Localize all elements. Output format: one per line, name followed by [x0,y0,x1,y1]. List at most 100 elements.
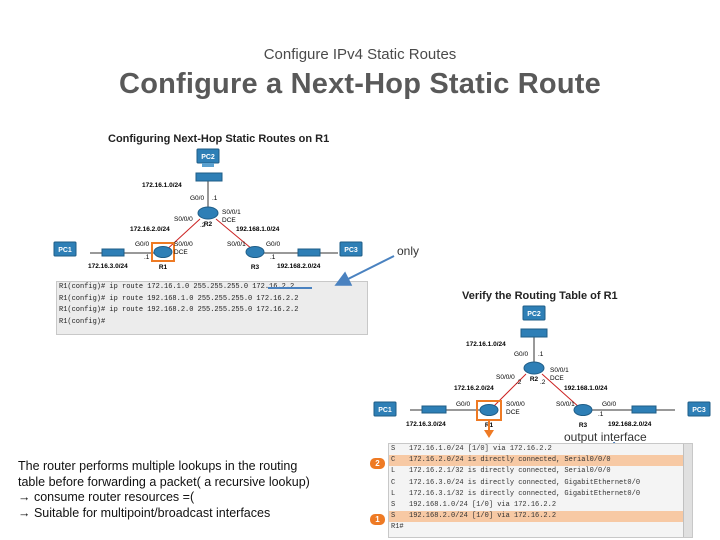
net-left-label: 172.16.2.0/24 [454,385,494,392]
output-interface-annotation: output interface [564,430,647,444]
only-annotation: only [397,244,420,258]
r1-dce-label: DCE [506,409,520,416]
route-text: 192.168.2.0/24 [1/0] via 172.16.2.2 [409,512,557,521]
pc1-label: PC1 [378,407,392,414]
dot2-a-label: .2 [516,379,522,386]
r2-label: R2 [204,221,213,228]
r1-g-label: G0/0 [135,241,149,248]
link-r1-r2-serial [489,373,527,411]
r2-g-label: G0/0 [190,195,204,202]
dot1-a-label: .1 [538,351,544,358]
r1-down-arrow [484,420,494,438]
route-code: C [391,478,396,487]
route-code: S [391,445,396,453]
r1-label: R1 [159,264,168,271]
r3-s-label: S0/0/1 [556,401,575,408]
net-br-label: 192.168.2.0/24 [608,421,652,428]
note-line: The router performs multiple lookups in … [18,459,298,473]
switch-right-icon [631,405,657,414]
r1-icon: R1 [151,242,175,271]
link-r2-r3-serial [215,218,253,250]
r2-s1-label: S0/0/1 [222,209,241,216]
cli-line: R1(config)# ip route 192.168.2.0 255.255… [59,306,299,314]
net-top-label: 172.16.1.0/24 [142,182,182,189]
pc1-icon: PC1 [373,401,397,417]
cli-config-box: R1(config)# ip route 172.16.1.0 255.255.… [56,281,368,335]
dot2-b-label: .2 [540,379,546,386]
dce-label: DCE [550,375,564,382]
cli-line: R1(config)# [59,317,106,326]
note-line: table before forwarding a packet( a recu… [18,474,310,489]
route-code: R1# [391,523,404,532]
routing-table-row: S 192.168.2.0/24 [1/0] via 172.16.2.2 [389,511,692,523]
route-code: C [391,456,396,465]
step-2-badge: 2 [370,458,385,469]
route-text: 172.16.2.0/24 is directly connected, Ser… [409,456,611,465]
pc3-label: PC3 [692,407,706,414]
note-bullet: → consume router resources =( [18,490,195,504]
r3-icon: R3 [245,246,265,271]
switch-left-icon [421,405,447,414]
pc3-icon: PC3 [687,401,711,417]
routing-table-row: C 172.16.2.0/24 is directly connected, Se… [389,455,692,467]
dot1-b-label: .1 [598,411,604,418]
routing-table-row: R1# [389,522,692,533]
routing-table-row: L 172.16.2.1/32 is directly connected, Se… [389,466,692,477]
dce-a-label: DCE [222,217,236,224]
r2-icon: R2 [197,206,219,228]
dot2-a-label: .2 [200,222,206,229]
r2-s1-label: S0/0/1 [550,367,569,374]
dot1-a-label: .1 [212,195,218,202]
r2-s0-label: S0/0/0 [496,374,515,381]
route-code: L [391,467,396,476]
cli-line: R1(config)# ip route 172.16.1.0 255.255.… [59,283,295,291]
route-text: 172.16.3.0/24 is directly connected, Gig… [409,478,641,487]
pc1-label: PC1 [58,247,72,254]
net-right-label: 192.168.1.0/24 [564,385,608,392]
route-text: 172.16.1.0/24 [1/0] via 172.16.2.2 [409,445,552,453]
routing-table-row: L 172.16.3.1/32 is directly connected, Gi… [389,489,692,500]
figure1-title: Configuring Next-Hop Static Routes on R1 [108,133,330,145]
r1-s-label: S0/0/0 [174,241,193,248]
route-text: 172.16.3.1/32 is directly connected, Gig… [409,489,641,498]
r1-g-label: G0/0 [456,401,470,408]
switch-icon [520,328,548,338]
net-right-label: 192.168.1.0/24 [236,226,280,233]
routing-table-row: S 172.16.1.0/24 [1/0] via 172.16.2.2 [389,444,692,455]
r3-label: R3 [579,422,588,428]
pc1-icon: PC1 [53,241,77,257]
slide-title: Configure a Next-Hop Static Route [119,68,601,100]
link-r1-r2-serial [162,218,201,254]
switch-left-icon [101,248,125,257]
r3-g-label: G0/0 [602,401,616,408]
route-code: S [391,500,396,509]
r2-s0-label: S0/0/0 [174,216,193,223]
net-br-label: 192.168.2.0/24 [277,263,321,270]
pc2-icon: PC2 [522,305,546,321]
routing-table-row: S 192.168.1.0/24 [1/0] via 172.16.2.2 [389,500,692,511]
net-bl-label: 172.16.3.0/24 [406,421,446,428]
pc3-icon: PC3 [339,241,363,257]
r2-g-label: G0/0 [514,351,528,358]
only-arrow [334,255,395,286]
scrollbar[interactable] [683,444,692,537]
slide-subtitle: Configure IPv4 Static Routes [263,46,457,63]
figure2-title: Verify the Routing Table of R1 [462,290,618,302]
note-bullet: → Suitable for multipoint/broadcast inte… [18,505,271,520]
route-code: S [391,512,396,521]
cli-line: R1(config)# ip route 192.168.1.0 255.255… [59,294,299,303]
route-text: 192.168.1.0/24 [1/0] via 172.16.2.2 [409,500,557,509]
r3-g-label: G0/0 [266,241,280,248]
routing-table-row: C 172.16.3.0/24 is directly connected, Gi… [389,478,692,489]
r3-label: R3 [251,264,260,271]
pc3-label: PC3 [344,247,358,254]
switch-right-icon [297,248,321,257]
route-code: L [391,489,396,498]
figure2-topology: PC2 R2 PC1 R1 R3 PC3 172.16.1.0/24 G0/0 … [373,305,711,428]
net-left-label: 172.16.2.0/24 [130,226,170,233]
r3-icon: R3 [573,404,593,428]
r1-s-label: S0/0/0 [506,401,525,408]
route-text: 172.16.2.1/32 is directly connected, Ser… [409,467,611,476]
